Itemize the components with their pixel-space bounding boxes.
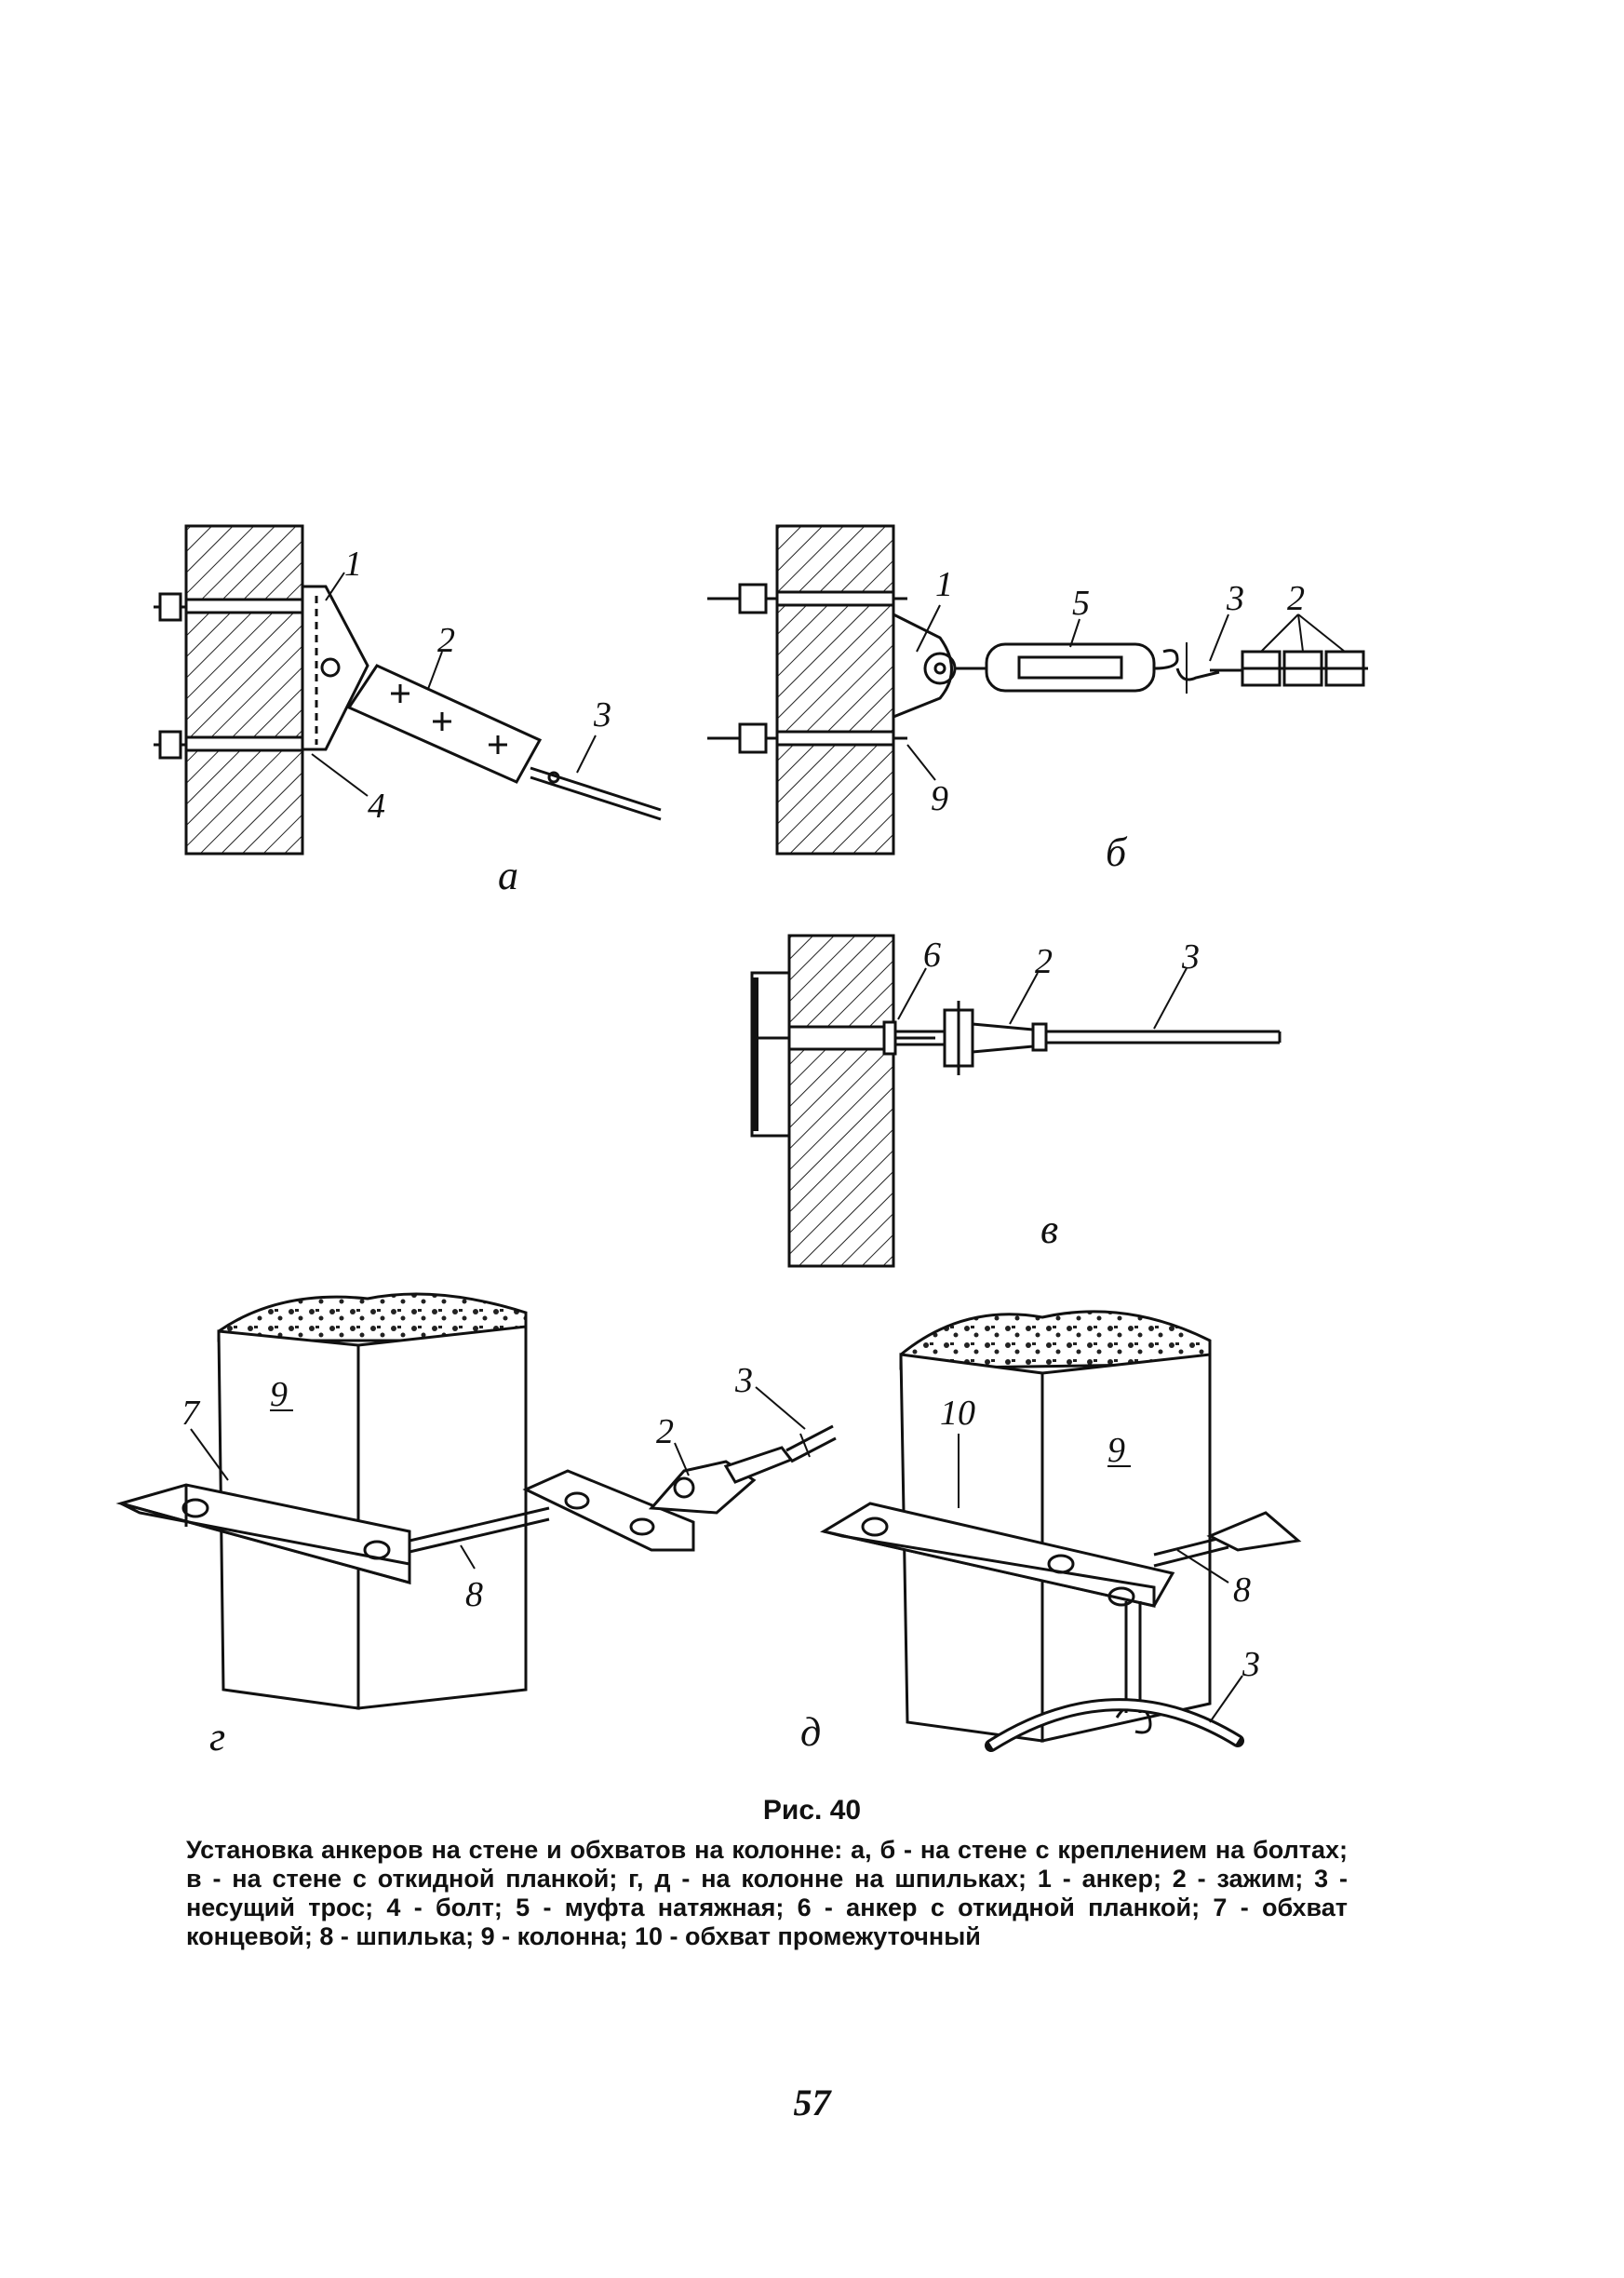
panel-label-b: б (1106, 829, 1128, 875)
panel-label-g: г (209, 1714, 225, 1759)
callout-b-2: 2 (1287, 579, 1305, 618)
callout-d-10: 10 (940, 1394, 975, 1433)
page-number: 57 (793, 2082, 831, 2123)
callout-b-5: 5 (1072, 584, 1090, 623)
callout-d-8: 8 (1233, 1570, 1251, 1610)
panel-label-d: д (800, 1709, 821, 1755)
callout-d-9: 9 (1107, 1431, 1125, 1470)
panel-a-drawing (154, 524, 662, 856)
callout-v-2: 2 (1035, 942, 1053, 981)
callout-g-8: 8 (465, 1575, 483, 1614)
callout-g-3: 3 (734, 1361, 753, 1400)
callout-v-6: 6 (923, 936, 941, 975)
callout-b-3: 3 (1226, 579, 1244, 618)
figure-caption-text: Установка анкеров на стене и обхватов на… (186, 1836, 1348, 1950)
callout-g-2: 2 (656, 1412, 674, 1451)
panel-label-v: в (1040, 1206, 1058, 1252)
callout-a-1: 1 (344, 545, 362, 584)
panel-v-drawing (750, 934, 1282, 1268)
panel-b-drawing (707, 524, 1368, 856)
panel-g-drawing (115, 1292, 837, 1710)
figure-caption-title: Рис. 40 (762, 1795, 862, 1826)
callout-v-3: 3 (1181, 937, 1200, 977)
callout-b-1: 1 (935, 565, 953, 604)
panel-label-a: а (498, 853, 518, 898)
callout-b-9: 9 (931, 779, 948, 818)
callout-g-9: 9 (270, 1375, 288, 1414)
callout-a-2: 2 (437, 621, 455, 660)
panel-d-drawing (820, 1310, 1302, 1752)
callout-d-3: 3 (1241, 1645, 1260, 1684)
callout-a-4: 4 (368, 787, 385, 826)
callout-g-7: 7 (181, 1394, 201, 1433)
callout-a-3: 3 (593, 695, 611, 735)
